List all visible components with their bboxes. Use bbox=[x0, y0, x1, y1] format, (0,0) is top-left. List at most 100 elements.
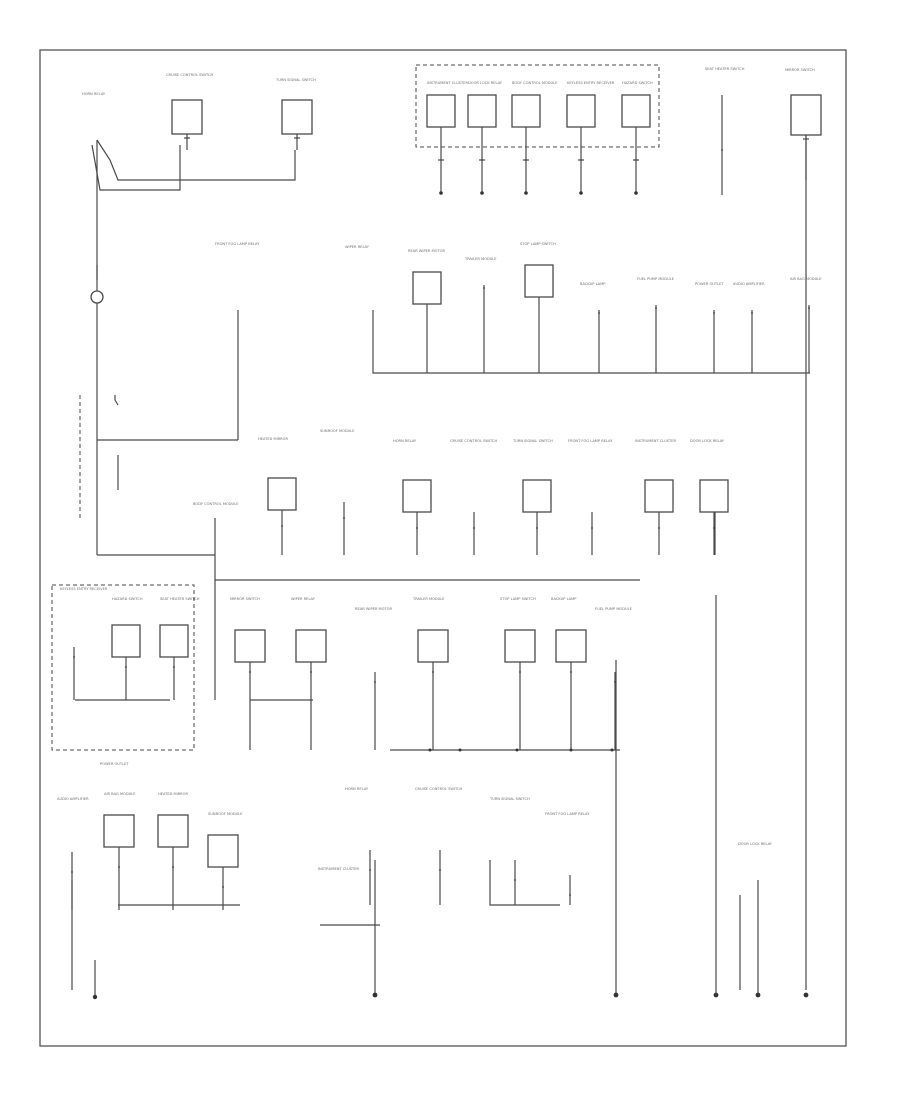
component-box bbox=[790, 94, 822, 136]
component-label: FRONT FOG LAMP RELAY bbox=[215, 242, 260, 246]
pin-marker bbox=[310, 671, 312, 673]
component-label: CRUISE CONTROL SWITCH bbox=[415, 787, 462, 791]
pin-marker bbox=[439, 869, 441, 871]
component-label: BODY CONTROL MODULE bbox=[193, 502, 239, 506]
ground-point bbox=[524, 191, 528, 195]
pin-marker bbox=[173, 666, 175, 668]
wire-run bbox=[489, 860, 560, 906]
component-box bbox=[281, 99, 313, 135]
component-box bbox=[111, 624, 141, 658]
pin-marker bbox=[751, 312, 753, 314]
component-box bbox=[207, 834, 239, 868]
component-label: REAR WIPER MOTOR bbox=[408, 249, 446, 253]
pin-marker bbox=[658, 527, 660, 529]
ground-point bbox=[579, 191, 583, 195]
pin-marker bbox=[73, 656, 75, 658]
pin-marker bbox=[343, 517, 345, 519]
component-label: HAZARD SWITCH bbox=[112, 597, 143, 601]
component-box bbox=[511, 94, 541, 128]
component-label: SEAT HEATER SWITCH bbox=[160, 597, 200, 601]
component-box bbox=[621, 94, 651, 128]
pin-marker bbox=[713, 312, 715, 314]
ground-point bbox=[428, 748, 432, 752]
component-label: FUEL PUMP MODULE bbox=[637, 277, 675, 281]
pin-marker bbox=[591, 527, 593, 529]
connector-housing-outline bbox=[415, 64, 660, 148]
component-label: FUEL PUMP MODULE bbox=[595, 607, 633, 611]
ground-point bbox=[613, 992, 619, 998]
ground-point bbox=[480, 191, 484, 195]
component-label: SUNROOF MODULE bbox=[320, 429, 355, 433]
component-box bbox=[412, 271, 442, 305]
component-box bbox=[295, 629, 327, 663]
component-box bbox=[566, 94, 596, 128]
ground-point bbox=[610, 748, 614, 752]
pin-marker bbox=[118, 866, 120, 868]
wire-run bbox=[372, 310, 810, 374]
ground-point bbox=[372, 992, 378, 998]
ground-point bbox=[439, 191, 443, 195]
diagram-border bbox=[39, 49, 847, 1047]
ground-point bbox=[515, 748, 519, 752]
wire-run bbox=[114, 395, 119, 406]
pin-marker bbox=[721, 149, 723, 151]
ground-point bbox=[92, 994, 98, 1000]
component-label: HAZARD SWITCH bbox=[622, 81, 653, 85]
fuse-element bbox=[90, 290, 104, 304]
component-box bbox=[103, 814, 135, 848]
component-label: TURN SIGNAL SWITCH bbox=[275, 78, 316, 82]
pin-marker bbox=[172, 866, 174, 868]
component-box bbox=[524, 264, 554, 298]
component-label: WIPER RELAY bbox=[345, 245, 370, 249]
component-label: REAR WIPER MOTOR bbox=[355, 607, 393, 611]
component-box bbox=[522, 479, 552, 513]
component-label: STOP LAMP SWITCH bbox=[500, 597, 536, 601]
component-label: BODY CONTROL MODULE bbox=[512, 81, 558, 85]
component-label: STOP LAMP SWITCH bbox=[520, 242, 556, 246]
component-label: AIR BAG MODULE bbox=[104, 792, 136, 796]
component-label: HORN RELAY bbox=[393, 439, 417, 443]
component-label: BACKUP LAMP bbox=[580, 282, 606, 286]
component-label: MIRROR SWITCH bbox=[785, 68, 815, 72]
component-label: DOOR LOCK RELAY bbox=[468, 81, 503, 85]
component-label: INSTRUMENT CLUSTER bbox=[427, 81, 468, 85]
pin-marker bbox=[71, 871, 73, 873]
pin-marker bbox=[374, 681, 376, 683]
pin-marker bbox=[514, 879, 516, 881]
pin-marker bbox=[598, 312, 600, 314]
component-label: INSTRUMENT CLUSTER bbox=[318, 867, 359, 871]
component-label: FRONT FOG LAMP RELAY bbox=[545, 812, 590, 816]
component-label: POWER OUTLET bbox=[100, 762, 129, 766]
component-label: CRUISE CONTROL SWITCH bbox=[450, 439, 497, 443]
component-box bbox=[417, 629, 449, 663]
component-label: INSTRUMENT CLUSTER bbox=[635, 439, 676, 443]
wire-run bbox=[91, 144, 181, 191]
component-label: CRUISE CONTROL SWITCH bbox=[166, 73, 213, 77]
component-label: FRONT FOG LAMP RELAY bbox=[568, 439, 613, 443]
component-label: TURN SIGNAL SWITCH bbox=[512, 439, 553, 443]
component-label: POWER OUTLET bbox=[695, 282, 724, 286]
ground-point bbox=[458, 748, 462, 752]
component-label: HORN RELAY bbox=[345, 787, 369, 791]
component-label: DOOR LOCK RELAY bbox=[738, 842, 773, 846]
component-box bbox=[504, 629, 536, 663]
component-box bbox=[467, 94, 497, 128]
component-label: BACKUP LAMP bbox=[551, 597, 577, 601]
component-label: AUDIO AMPLIFIER bbox=[57, 797, 89, 801]
ground-point bbox=[634, 191, 638, 195]
component-box bbox=[555, 629, 587, 663]
pin-marker bbox=[655, 307, 657, 309]
component-box bbox=[699, 479, 729, 513]
pin-marker bbox=[369, 869, 371, 871]
pin-marker bbox=[536, 527, 538, 529]
component-box bbox=[644, 479, 674, 513]
pin-marker bbox=[249, 671, 251, 673]
pin-marker bbox=[570, 671, 572, 673]
wire-run bbox=[96, 139, 296, 181]
component-label: KEYLESS ENTRY RECEIVER bbox=[60, 587, 108, 591]
component-label: HEATED MIRROR bbox=[258, 437, 289, 441]
component-label: SEAT HEATER SWITCH bbox=[705, 67, 745, 71]
wire-lines bbox=[71, 95, 810, 1000]
component-box bbox=[267, 477, 297, 511]
